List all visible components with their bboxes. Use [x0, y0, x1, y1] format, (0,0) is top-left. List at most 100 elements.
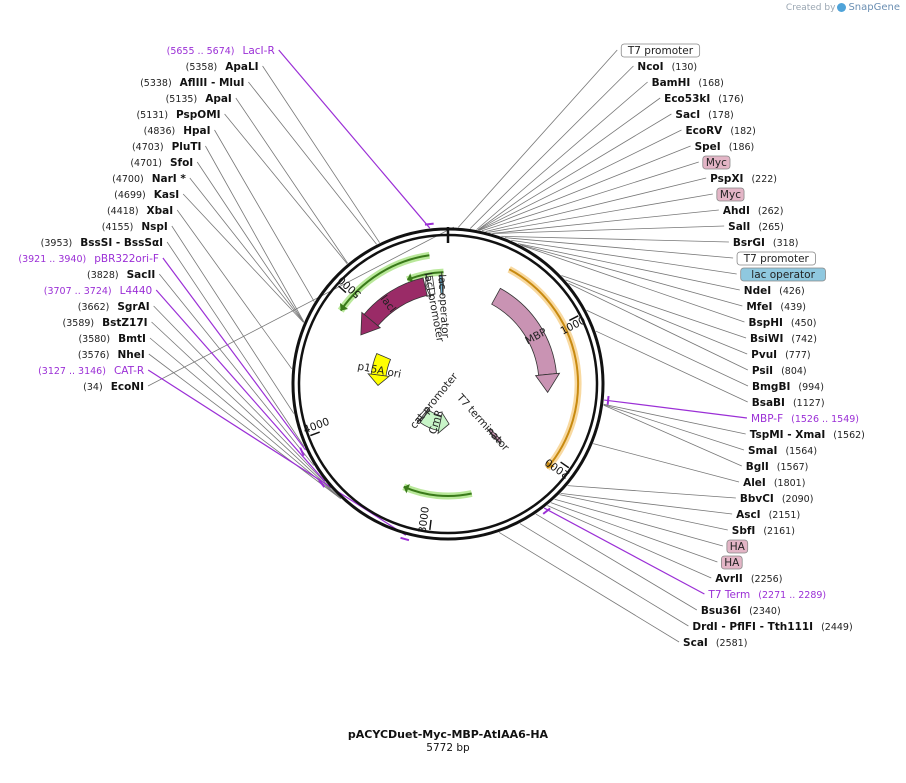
leader-line	[469, 65, 634, 229]
restriction-site-label: BsaBI(1127)	[752, 397, 825, 409]
restriction-site-label: (4701)SfoI	[130, 157, 193, 169]
snapgene-credit: Created by SnapGene	[786, 2, 900, 13]
restriction-site-label: (4700)NarI *	[112, 173, 186, 185]
site-name: AleI	[743, 477, 766, 489]
site-position: (4700)	[112, 174, 144, 185]
primer-label: (5655 .. 5674)LacI-R	[167, 45, 275, 57]
site-name: BmgBI	[752, 381, 790, 393]
restriction-site-label: SalI(265)	[728, 221, 784, 233]
site-name: NcoI	[637, 61, 663, 73]
leader-line	[149, 337, 341, 499]
feature-tag-box	[620, 43, 701, 58]
leader-line	[511, 239, 737, 275]
primer-name: T7 Term	[707, 589, 750, 601]
site-position: (5358)	[186, 62, 218, 73]
primer-name: L4440	[120, 285, 153, 297]
site-position: (4699)	[114, 190, 146, 201]
site-name: XbaI	[147, 205, 174, 217]
feature-arrowhead	[425, 274, 432, 298]
leader-line	[550, 502, 718, 563]
feature-body	[419, 409, 443, 432]
site-position: (4836)	[144, 126, 176, 137]
restriction-site-label: BsrGI(318)	[733, 237, 799, 249]
site-name: TspMI - XmaI	[750, 429, 826, 441]
site-name: SacI	[675, 109, 700, 121]
leader-line	[568, 283, 748, 371]
site-name: SgrAI	[117, 301, 149, 313]
leader-line	[535, 513, 698, 611]
leader-line	[147, 226, 454, 387]
feature-arrowhead	[534, 372, 561, 394]
leader-line	[498, 532, 680, 643]
restriction-site-label: ScaI(2581)	[683, 637, 747, 649]
leader-line	[278, 49, 431, 229]
leader-line	[561, 275, 747, 339]
site-name: NdeI	[744, 285, 771, 297]
feature-arrowhead	[441, 272, 444, 297]
site-name: KasI	[154, 189, 179, 201]
site-position: (2340)	[749, 606, 781, 617]
restriction-site-label: SpeI(186)	[695, 141, 755, 153]
feature-tag-box	[716, 187, 745, 202]
leader-line	[153, 305, 331, 489]
site-position: (450)	[791, 318, 817, 329]
primer-bind-mark	[400, 536, 410, 542]
feature-tag-label: Myc	[706, 157, 727, 169]
leader-line	[559, 494, 728, 531]
restriction-site-label: (4155)NspI	[102, 221, 168, 233]
site-name: NspI	[141, 221, 167, 233]
primer-bind-mark	[424, 222, 434, 226]
site-position: (777)	[785, 350, 811, 361]
primer-range: (2271 .. 2289)	[758, 590, 826, 601]
leader-line	[158, 273, 315, 466]
restriction-site-label: (3828)SacII	[87, 269, 155, 281]
feature-arrowhead	[416, 406, 431, 424]
leader-line	[196, 161, 305, 323]
restriction-site-label: TspMI - XmaI(1562)	[750, 429, 865, 441]
primer-range: (5655 .. 5674)	[167, 46, 235, 57]
leader-line	[586, 309, 749, 387]
leader-line	[547, 505, 712, 579]
leader-line	[166, 241, 305, 447]
leader-line	[543, 507, 705, 595]
site-position: (1801)	[774, 478, 806, 489]
leader-line	[478, 129, 682, 231]
feature-tag-box	[736, 251, 816, 266]
site-name: BspHI	[748, 317, 782, 329]
site-name: ApaLI	[225, 61, 258, 73]
site-position: (1127)	[793, 398, 825, 409]
site-position: (804)	[781, 366, 807, 377]
restriction-site-label: AhdI(262)	[723, 205, 784, 217]
leader-line	[476, 81, 648, 230]
feature-tag-box	[720, 555, 743, 570]
restriction-site-label: PvuI(777)	[751, 349, 810, 361]
primer-range: (3127 .. 3146)	[38, 366, 106, 377]
leader-line	[479, 145, 691, 231]
site-position: (5338)	[140, 78, 172, 89]
leader-line	[492, 209, 719, 234]
site-name: BstZ17I	[102, 317, 147, 329]
site-position: (742)	[791, 334, 817, 345]
restriction-site-label: (3589)BstZ17I	[63, 317, 148, 329]
leader-line	[593, 443, 740, 483]
site-position: (178)	[708, 110, 734, 121]
restriction-site-label: (3580)BmtI	[78, 333, 145, 345]
leader-line	[224, 113, 348, 264]
restriction-site-label: (5358) ApaLI	[186, 61, 259, 73]
restriction-site-label: (4699) KasI	[114, 189, 179, 201]
feature-arrowhead	[367, 373, 390, 387]
leader-line	[504, 237, 734, 259]
site-position: (1564)	[785, 446, 817, 457]
site-position: (262)	[758, 206, 784, 217]
leader-line	[521, 245, 745, 323]
leader-line	[248, 81, 377, 245]
orf-arrowhead	[407, 273, 414, 283]
site-position: (182)	[730, 126, 756, 137]
orf-arrowhead	[546, 460, 555, 469]
feature-tag-label: Myc	[720, 189, 741, 201]
restriction-site-label: (5135)ApaI	[166, 93, 232, 105]
feature-arrowhead	[487, 428, 502, 445]
site-name: SmaI	[748, 445, 778, 457]
plasmid-length: 5772 bp	[426, 742, 470, 754]
